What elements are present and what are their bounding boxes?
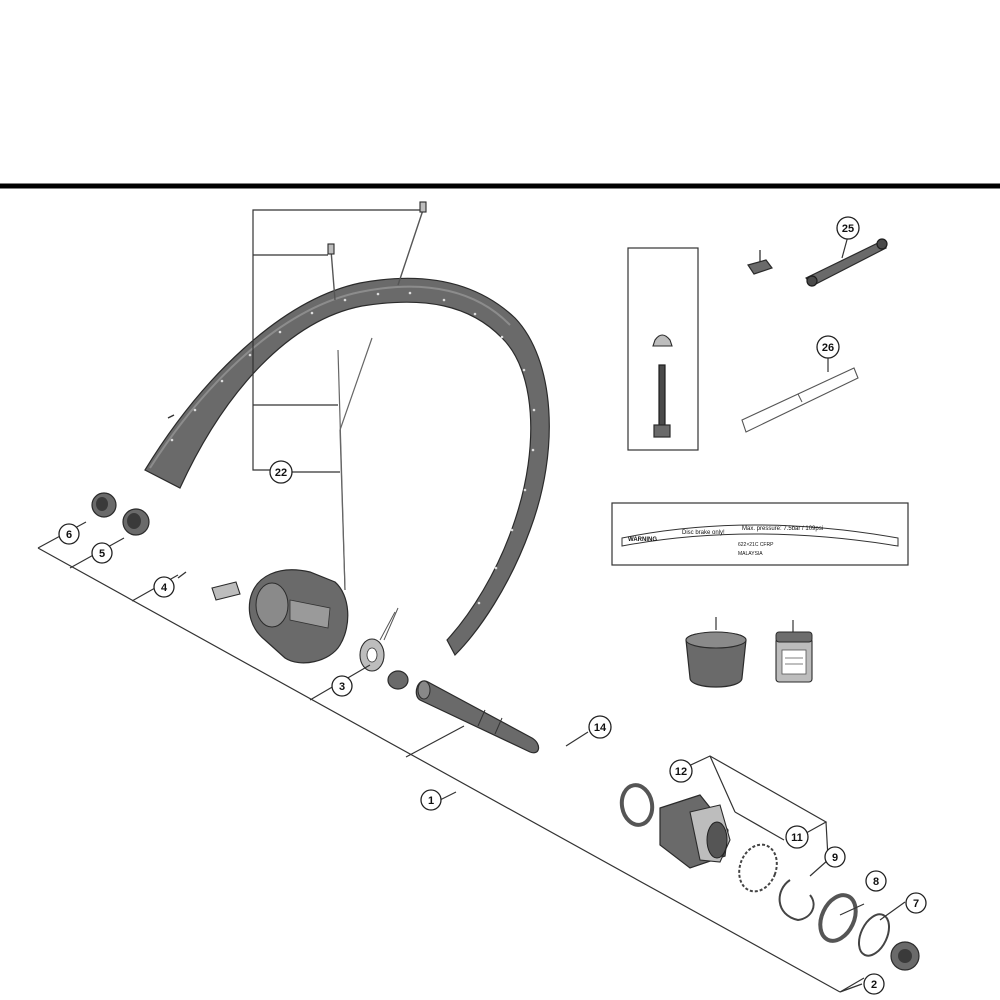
freehub-body	[659, 794, 731, 869]
end-cap-6	[91, 492, 117, 518]
callout-6: 6	[58, 523, 80, 545]
svg-text:4: 4	[161, 582, 168, 594]
rim	[144, 277, 550, 656]
svg-text:6: 6	[66, 529, 72, 541]
bearing-cup	[685, 617, 747, 688]
spoke-wrench-25	[805, 238, 888, 287]
svg-text:2: 2	[871, 979, 877, 991]
callout-3: 3	[331, 675, 353, 697]
sticker-line1: Disc brake only!	[682, 530, 725, 536]
sticker-warning: WARNING	[628, 537, 657, 543]
svg-text:25: 25	[842, 223, 854, 235]
callout-11: 11	[785, 825, 809, 849]
callout-26: 26	[816, 335, 840, 359]
callout-1: 1	[420, 789, 442, 811]
valve-nut	[747, 250, 773, 275]
svg-text:1: 1	[428, 795, 434, 807]
svg-text:22: 22	[275, 467, 287, 479]
svg-text:12: 12	[675, 766, 687, 778]
spoke-set-22	[327, 201, 427, 591]
hub-shell	[248, 569, 349, 664]
callout-25: 25	[836, 216, 860, 240]
hub-axle	[415, 680, 540, 754]
callout-9: 9	[824, 846, 846, 868]
valve-box	[627, 247, 699, 451]
svg-text:7: 7	[913, 898, 919, 910]
rim-tape-26	[741, 367, 859, 433]
callout-5: 5	[91, 542, 113, 564]
disc-adapter-3	[359, 607, 409, 690]
end-cap-2	[890, 941, 920, 971]
svg-text:9: 9	[832, 852, 838, 864]
callout-4: 4	[153, 576, 175, 598]
callout-2: 2	[863, 973, 885, 995]
rim-sticker-box: WARNING Disc brake only! Max. pressure: …	[611, 502, 909, 566]
grease-jar	[775, 620, 813, 683]
sticker-origin: MALAYSIA	[738, 551, 763, 557]
sticker-size: 622×21C CFRP	[738, 542, 774, 548]
leader-22	[252, 209, 420, 473]
svg-text:11: 11	[791, 832, 803, 844]
callout-22: 22	[269, 460, 293, 484]
svg-text:3: 3	[339, 681, 345, 693]
svg-text:26: 26	[822, 342, 834, 354]
spacer-ring-12	[619, 783, 655, 827]
seal-ring-11	[738, 843, 778, 893]
svg-text:5: 5	[99, 548, 105, 560]
svg-text:8: 8	[873, 876, 879, 888]
washer-8	[818, 893, 858, 943]
callout-12: 12	[669, 759, 693, 783]
svg-text:14: 14	[594, 722, 607, 734]
o-ring-7	[857, 913, 891, 957]
dust-cap-5	[122, 508, 150, 536]
callout-14: 14	[588, 715, 612, 739]
snap-ring-9	[778, 879, 815, 922]
sticker-line2: Max. pressure: 7.5bar / 109psi	[742, 526, 823, 532]
callout-8: 8	[865, 870, 887, 892]
lock-ring-4	[177, 571, 241, 601]
callout-7: 7	[905, 892, 927, 914]
